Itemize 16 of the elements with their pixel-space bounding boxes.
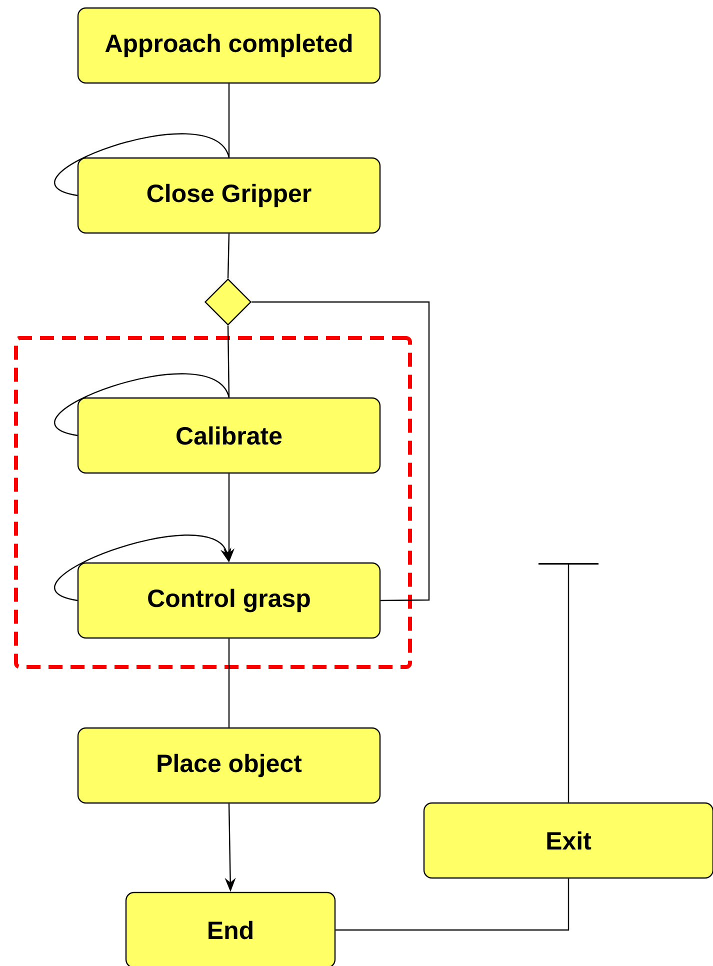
process-box: End: [125, 892, 336, 966]
process-box: Close Gripper: [77, 157, 381, 234]
connector-line: [252, 301, 430, 602]
connector-line: [336, 878, 570, 931]
connector-line: [227, 234, 230, 278]
process-box: Approach completed: [77, 7, 381, 84]
process-box: Control grasp: [77, 562, 381, 639]
process-box: Place object: [77, 727, 381, 804]
arrow: [538, 563, 598, 802]
connector-line: [228, 638, 230, 728]
dashed-frame: [14, 336, 412, 669]
loop-arrow: [54, 534, 232, 602]
process-box: Exit: [423, 802, 713, 879]
connector-line: [227, 326, 230, 398]
process-box: Calibrate: [77, 397, 381, 474]
connector-line: [228, 84, 230, 158]
